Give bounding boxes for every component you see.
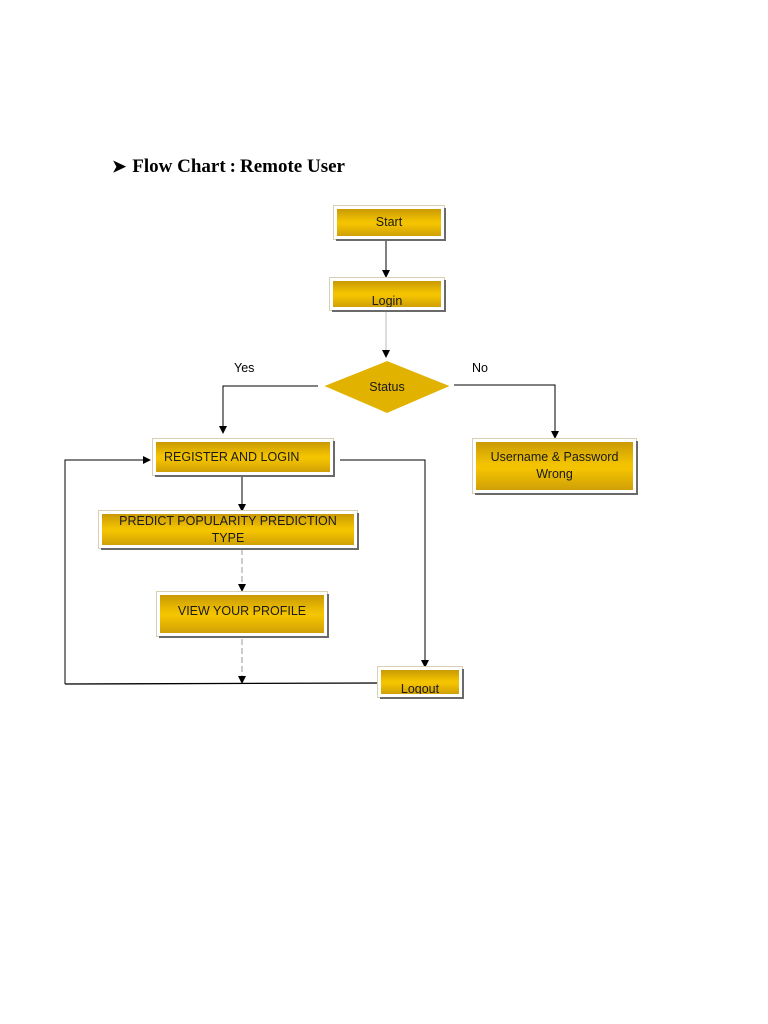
title-text: Flow Chart (132, 156, 226, 177)
node-predict-label: PREDICT POPULARITY PREDICTION TYPE (119, 513, 337, 545)
page-title: ➤ Flow Chart : Remote User (112, 156, 345, 178)
node-status-label: Status (369, 380, 405, 394)
edge-label-no: No (472, 361, 488, 375)
node-start: Start (334, 206, 444, 239)
title-separator: : (229, 156, 236, 177)
status-decision-diamond (319, 358, 455, 416)
node-register-login: REGISTER AND LOGIN (153, 439, 333, 475)
node-view-profile-label: VIEW YOUR PROFILE (177, 604, 307, 618)
edge-logout-bottom (64, 682, 381, 685)
node-start-label: Start (375, 215, 403, 230)
node-error: Username & Password Wrong (473, 439, 636, 493)
node-error-label: Username & Password Wrong (490, 450, 619, 481)
node-view-profile: VIEW YOUR PROFILE (157, 592, 327, 636)
node-logout-label: Logout (400, 681, 440, 696)
edge-loop-back (64, 456, 151, 684)
arrow-bullet-icon: ➤ (112, 157, 127, 176)
node-login: Login (330, 278, 444, 310)
edge-label-yes: Yes (234, 361, 255, 375)
edge-status-yes (219, 385, 318, 434)
node-logout: Logout (378, 667, 462, 697)
subtitle-text: Remote User (239, 156, 345, 177)
node-predict: PREDICT POPULARITY PREDICTION TYPE (99, 511, 357, 548)
node-register-login-label: REGISTER AND LOGIN (164, 449, 300, 464)
node-login-label: Login (371, 293, 403, 308)
edge-status-no (454, 384, 559, 439)
edge-register-logout (340, 459, 429, 668)
